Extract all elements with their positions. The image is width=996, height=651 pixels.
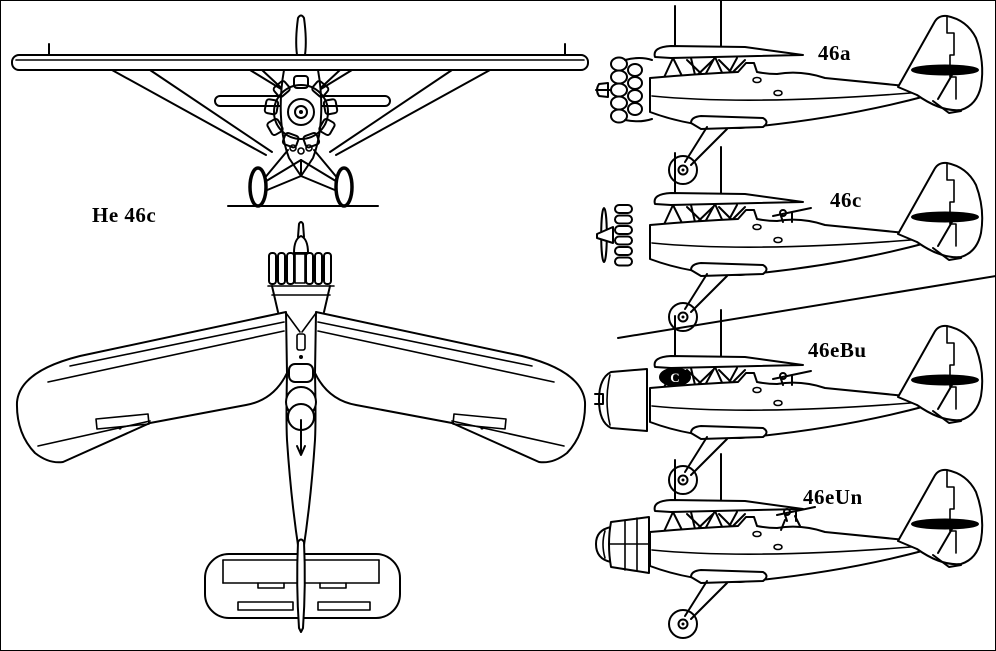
landing-gear-front <box>227 149 379 208</box>
engine-cylinders <box>268 252 332 285</box>
helmeted-cowl <box>614 204 633 267</box>
propeller-blade <box>295 14 307 56</box>
uncowled-radial-engine <box>610 56 643 124</box>
side-view-46c <box>596 146 984 332</box>
label-46a: 46a <box>818 41 851 65</box>
side-view-46ebu: C <box>594 309 984 495</box>
front-cockpit <box>288 363 314 383</box>
construction-line <box>617 275 996 339</box>
label-46ebu: 46eBu <box>808 338 867 362</box>
side-view-46a <box>595 0 984 185</box>
front-view <box>11 14 589 208</box>
rudder-edge-on <box>296 538 306 633</box>
top-view <box>15 221 587 633</box>
label-46c: 46c <box>830 188 862 212</box>
cowl-emblem-letter: C <box>670 370 679 385</box>
cowl-emblem-badge <box>659 367 691 387</box>
radial-engine <box>263 75 339 155</box>
smooth-cowl <box>608 516 650 574</box>
left-wing <box>15 311 288 464</box>
side-view-46eun <box>595 453 984 639</box>
propeller-hub <box>297 221 305 238</box>
caption-he46c: He 46c <box>92 203 156 227</box>
naca-cowl <box>598 368 648 432</box>
label-46eun: 46eUn <box>803 485 863 509</box>
right-wing <box>314 311 587 464</box>
